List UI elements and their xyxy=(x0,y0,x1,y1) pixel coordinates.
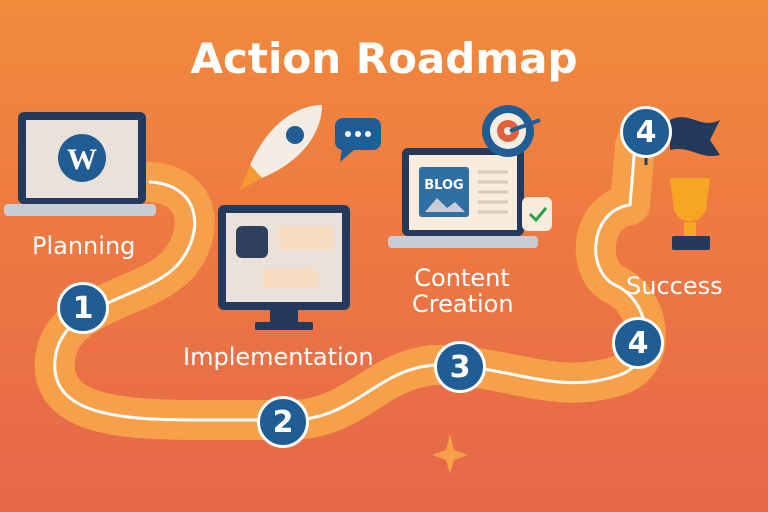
trophy-icon xyxy=(670,178,710,250)
page-title: Action Roadmap xyxy=(190,34,578,83)
step-badge-3: 3 xyxy=(434,341,486,393)
rocket-icon xyxy=(240,105,322,190)
blog-text: BLOG xyxy=(424,178,463,193)
road xyxy=(34,125,666,440)
step-badge-1: 1 xyxy=(57,282,109,334)
step-label-implementation: Implementation xyxy=(183,343,374,371)
sparkle-icon xyxy=(432,434,468,474)
flag-badge-4: 4 xyxy=(620,106,672,158)
laptop-blog-icon: BLOG xyxy=(388,105,552,248)
step-badge-2: 2 xyxy=(257,396,309,448)
step-label-planning: Planning xyxy=(32,232,136,260)
chat-bubble-icon xyxy=(335,118,381,162)
svg-text:W: W xyxy=(67,143,97,176)
laptop-wordpress-icon: W xyxy=(4,112,156,216)
step-label-success: Success xyxy=(626,272,723,300)
monitor-chat-icon xyxy=(218,205,350,330)
step-badge-4: 4 xyxy=(612,317,664,369)
step-label-content-creation: Content Creation xyxy=(412,264,514,318)
